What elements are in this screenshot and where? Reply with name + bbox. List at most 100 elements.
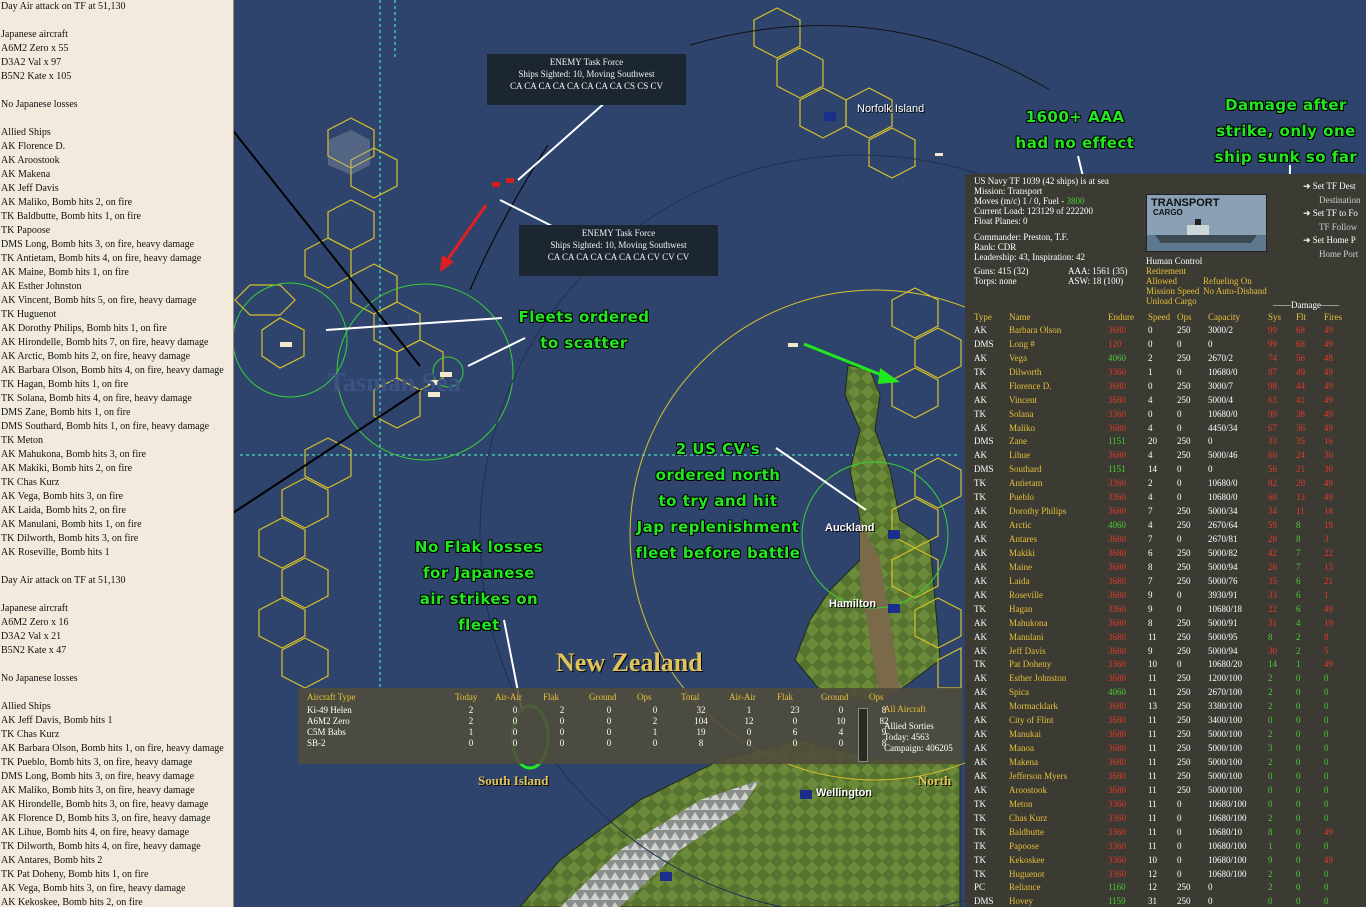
ship-cell: 0 — [1296, 854, 1301, 865]
set-home-port-button[interactable]: ➜ Set Home P — [1303, 234, 1361, 248]
air-table-scrollbar[interactable] — [858, 708, 868, 762]
ship-col-header[interactable]: Capacity — [1208, 311, 1240, 322]
ship-cell: AK — [974, 757, 987, 768]
report-line: Japanese aircraft — [1, 603, 68, 614]
air-cell: 0 — [792, 737, 798, 748]
ship-cell: 34 — [1268, 506, 1277, 517]
tf-aaa: AAA: 1561 (35) — [1068, 266, 1128, 276]
ship-cell: 2 — [1148, 352, 1153, 363]
new-zealand-label: New Zealand — [556, 648, 703, 677]
ship-cell: Manukai — [1009, 729, 1041, 740]
unload-cargo-button[interactable]: Unload Cargo — [1146, 296, 1197, 306]
report-line: No Japanese losses — [1, 673, 78, 684]
report-line: TK Solana, Bomb hits 4, on fire, heavy d… — [1, 393, 192, 404]
ship-col-header[interactable]: Ops — [1177, 311, 1192, 322]
ship-cell: TK — [974, 840, 986, 851]
ship-cell: 0 — [1324, 812, 1329, 823]
ship-cell: 3360 — [1108, 868, 1126, 879]
ship-cell: 4060 — [1108, 520, 1126, 531]
ship-cell: Kekoskee — [1009, 854, 1045, 865]
ship-cell: Papoose — [1009, 840, 1039, 851]
retirement-toggle[interactable]: Retirement Allowed — [1146, 266, 1186, 286]
ship-cell: 1 — [1324, 589, 1329, 600]
tf-commander[interactable]: Commander: Preston, T.F. — [974, 232, 1069, 242]
south-island-label: South Island — [478, 773, 549, 788]
ship-cell: 0 — [1324, 701, 1329, 712]
destination-label: Destination — [1319, 194, 1361, 205]
report-line: Day Air attack on TF at 51,130 — [1, 575, 126, 586]
report-line: TK Chas Kurz — [1, 477, 60, 488]
ship-cell: 10680/20 — [1208, 659, 1243, 670]
ship-cell: 0 — [1324, 798, 1329, 809]
ship-col-header[interactable]: Fires — [1324, 311, 1342, 322]
ship-col-header[interactable]: Type — [974, 311, 992, 322]
ship-col-header[interactable]: Name — [1009, 311, 1031, 322]
set-tf-dest-button[interactable]: ➜ Set TF Dest — [1303, 180, 1361, 194]
air-cell: 1 — [746, 704, 752, 715]
callout-line: Ships Sighted: 10, Moving Southwest — [518, 69, 655, 79]
all-aircraft-title[interactable]: All Aircraft — [884, 704, 926, 714]
set-tf-follow-button[interactable]: ➜ Set TF to Fo — [1303, 207, 1361, 221]
ship-col-header[interactable]: Sys — [1268, 311, 1282, 322]
report-line: A6M2 Zero x 16 — [1, 617, 69, 628]
tf-asw: ASW: 18 (100) — [1068, 276, 1124, 286]
auto-disband-toggle[interactable]: No Auto-Disband — [1203, 286, 1267, 296]
ship-cell: Esther Johnston — [1009, 673, 1067, 684]
ship-col-header[interactable]: Endure — [1108, 311, 1134, 322]
mission-speed-toggle[interactable]: Mission Speed — [1146, 286, 1200, 296]
refueling-toggle[interactable]: Refueling On — [1203, 276, 1252, 286]
ship-col-header[interactable]: Flt — [1296, 311, 1307, 322]
ship-col-header[interactable]: Speed — [1148, 311, 1170, 322]
ship-cell: 82 — [1268, 478, 1277, 489]
ship-cell: Zane — [1009, 436, 1027, 447]
